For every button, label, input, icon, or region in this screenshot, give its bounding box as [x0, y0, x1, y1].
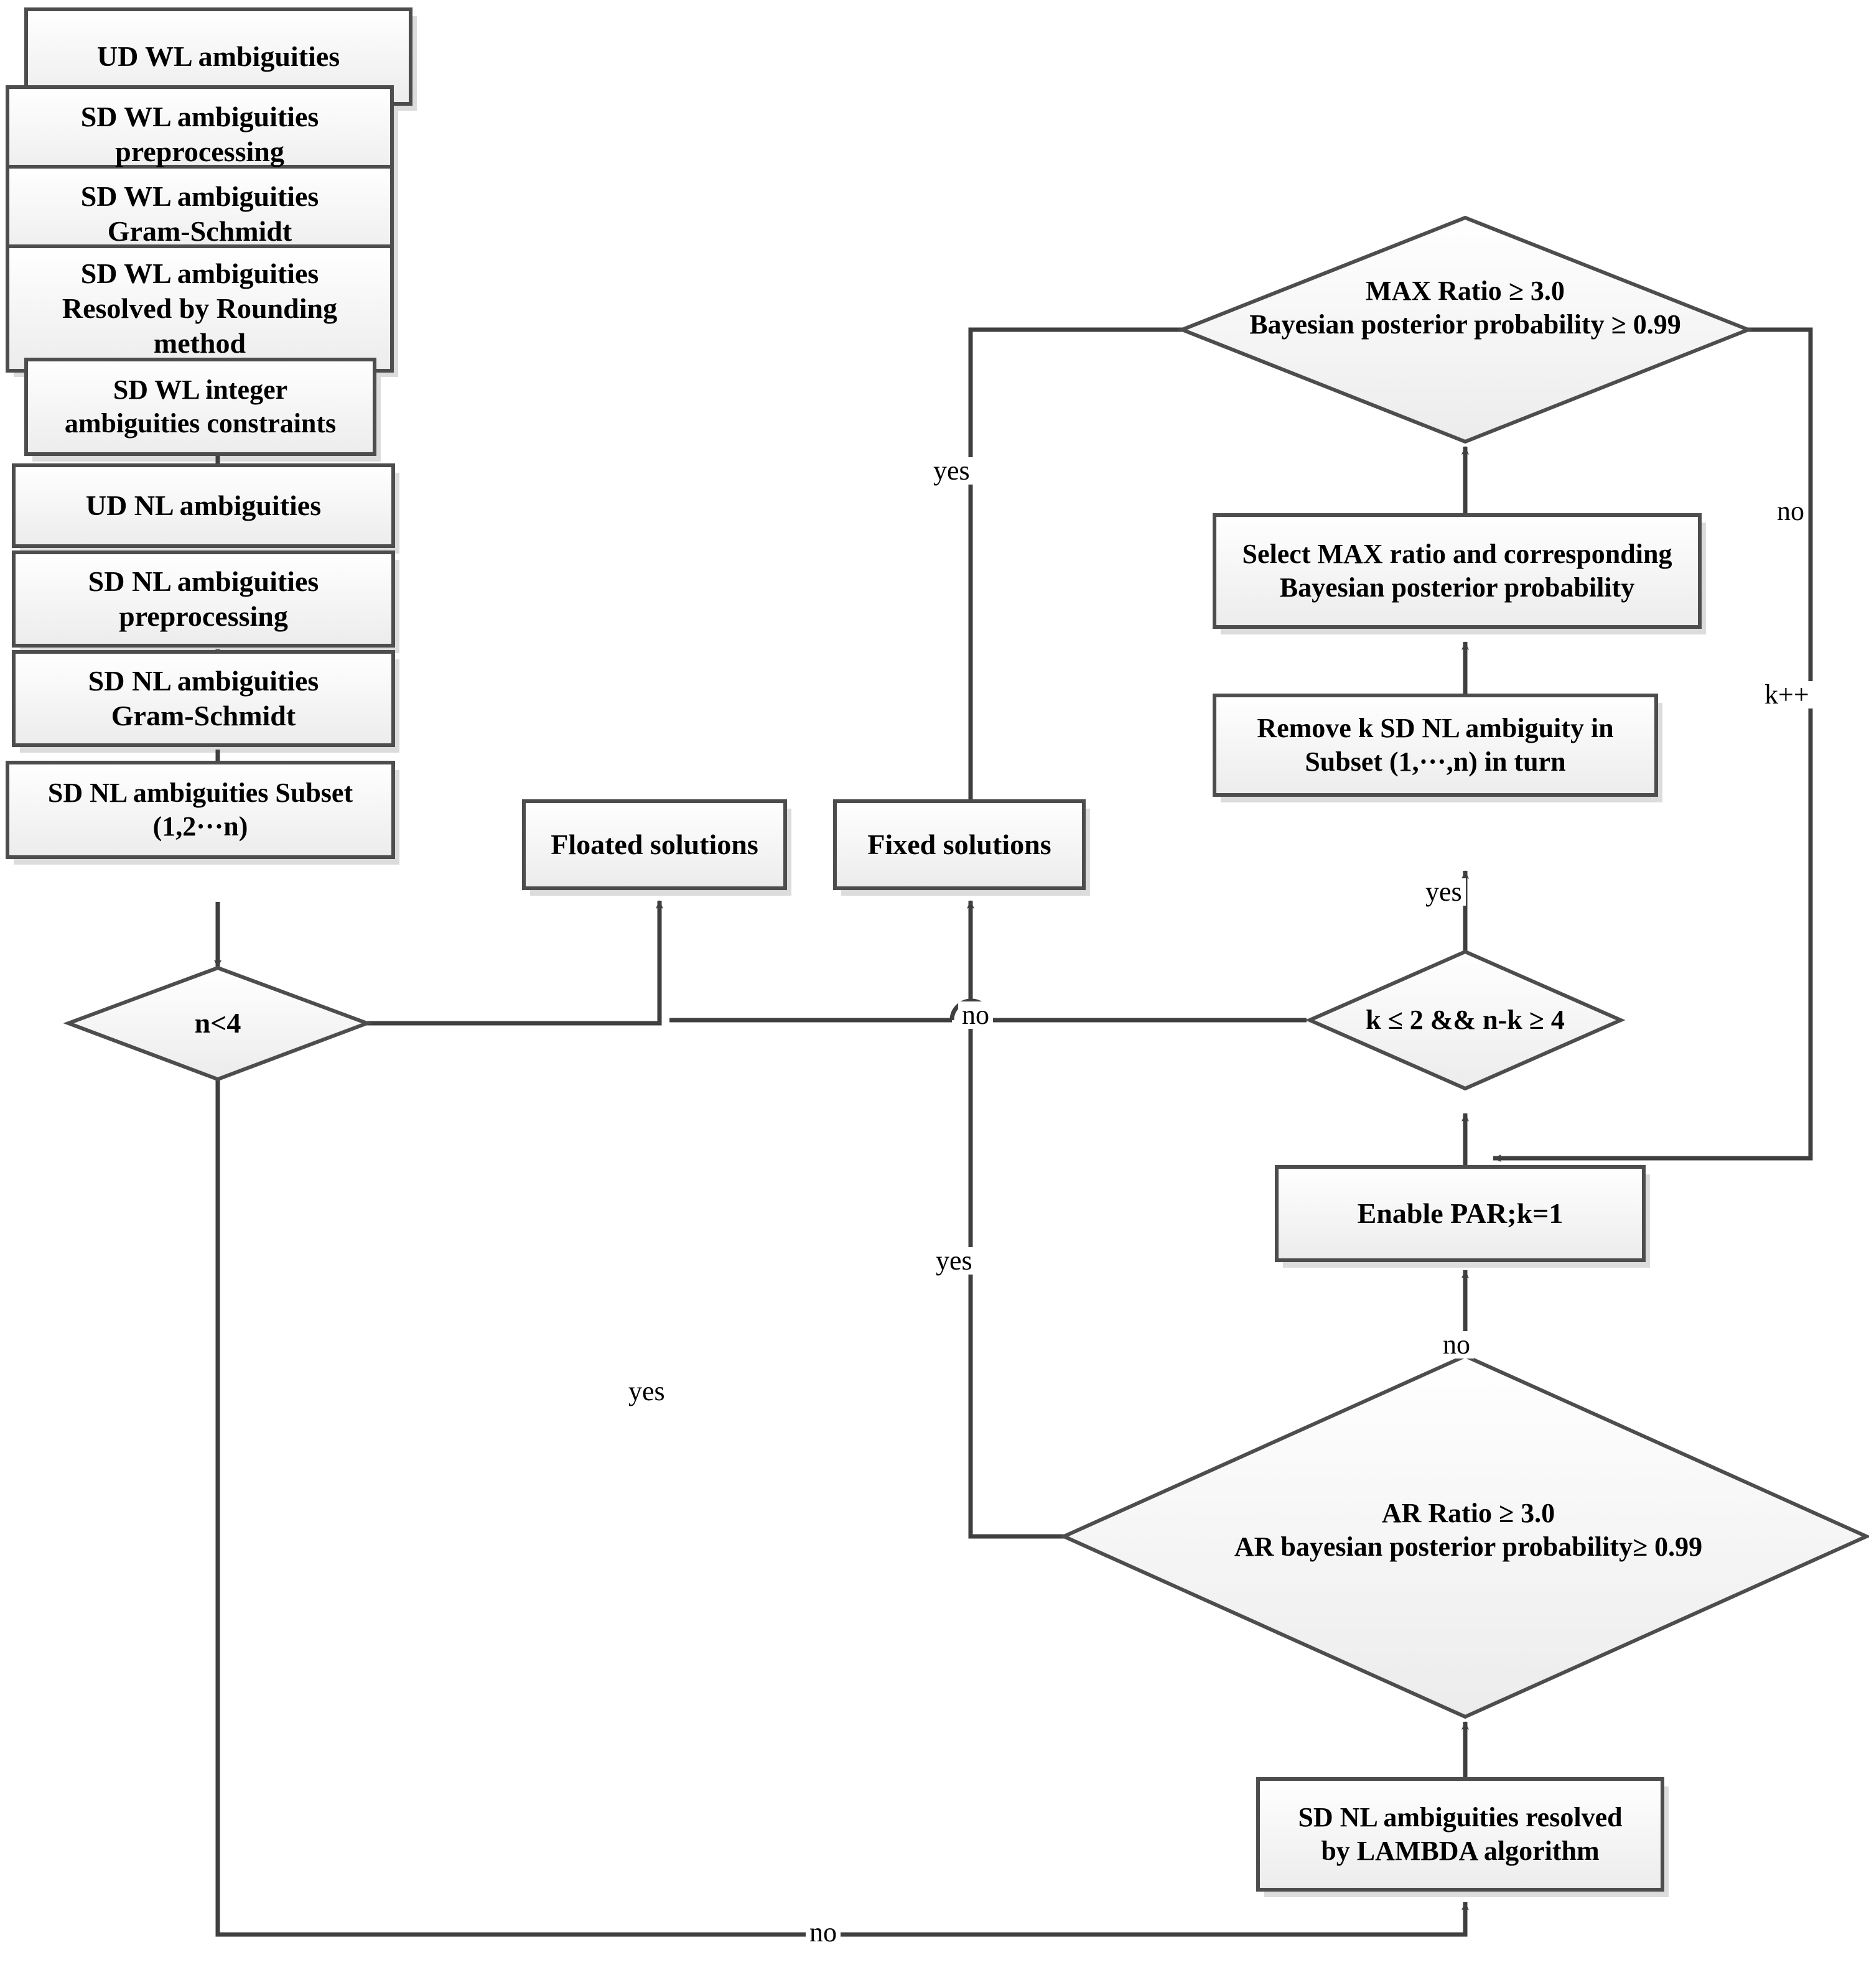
- shape-fixed: [833, 799, 1086, 890]
- shape-sd-nl-pre: [12, 550, 395, 648]
- shape-sd-nl-subset: [6, 761, 395, 859]
- edge-maxratio-no-loop: [1493, 327, 1813, 1162]
- shape-n-lt-4: [63, 965, 373, 1082]
- shape-floated: [522, 799, 787, 890]
- edge-label-k-no: no: [958, 1001, 993, 1029]
- shape-sd-wl-round: [6, 244, 394, 373]
- shape-select-max: [1213, 513, 1702, 629]
- edge-label-k-plus: k++: [1761, 681, 1813, 708]
- edge-label-n4-yes: yes: [625, 1378, 669, 1405]
- shape-sd-wl-int: [24, 358, 376, 456]
- shape-k-cond: [1305, 949, 1626, 1091]
- shape-lambda: [1256, 1777, 1664, 1892]
- edge-ar-yes-fixed: [967, 900, 1076, 1539]
- edge-label-max-yes: yes: [930, 457, 974, 485]
- shape-sd-nl-gs: [12, 650, 395, 747]
- edge-n4-yes-floated: [367, 900, 663, 1026]
- shape-ud-nl: [12, 463, 395, 548]
- shape-max-ratio: [1177, 215, 1754, 444]
- edge-maxratio-yes-fixed: [967, 327, 1210, 809]
- edge-n4-no-lambda: [215, 1079, 1469, 1937]
- edge-label-n4-no: no: [806, 1919, 841, 1946]
- edge-label-max-no: no: [1773, 498, 1808, 525]
- edge-label-ar-no: no: [1439, 1331, 1474, 1359]
- edge-label-k-yes: yes: [1422, 878, 1466, 906]
- shape-remove-k: [1213, 694, 1658, 797]
- node-shape-layer: [6, 7, 1869, 1892]
- shape-ar-ratio: [1059, 1354, 1869, 1719]
- edge-label-ar-yes: yes: [932, 1247, 976, 1275]
- shape-enable-par: [1275, 1165, 1646, 1262]
